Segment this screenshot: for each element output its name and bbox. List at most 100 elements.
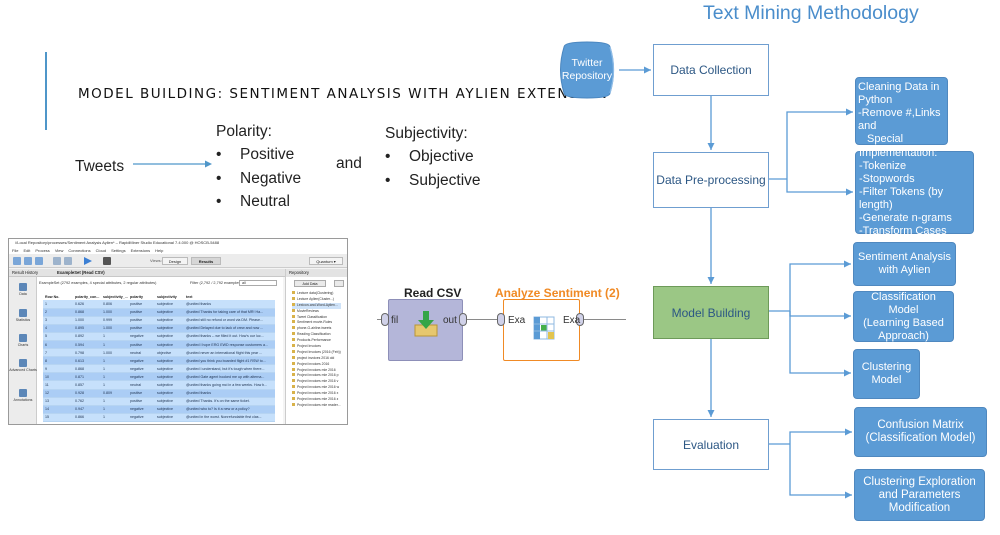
repository-item[interactable]: Lecture Aylien(Cluster...) [292, 297, 341, 303]
repository-item[interactable]: Project invoices 2016 [292, 362, 341, 368]
repository-item[interactable]: Project Invoices [292, 344, 341, 350]
tab-result-history[interactable]: Result History [12, 270, 39, 275]
table-cell: 0.762 [73, 397, 101, 406]
repository-item[interactable]: Project invoices mle 2016 w [292, 385, 341, 391]
table-cell: positive [128, 324, 155, 333]
repository-item[interactable]: Project invoices mle 2016 x [292, 391, 341, 397]
read-csv-input-port-label: fil [391, 315, 399, 326]
table-cell: subjective [155, 413, 184, 422]
table-cell: positive [128, 316, 155, 325]
run-icon[interactable] [84, 257, 92, 265]
table-cell: @united never an international flight th… [184, 348, 275, 358]
repository-item[interactable]: Lecture data(Clustering) [292, 291, 341, 297]
table-cell: 7 [43, 348, 73, 358]
menu-process[interactable]: Process [35, 248, 50, 253]
repository-item[interactable]: Project invoices mle reader... [292, 403, 341, 409]
tab-design[interactable]: Design [162, 257, 188, 265]
table-cell: 8 [43, 356, 73, 366]
table-cell: 9 [43, 364, 73, 374]
side-nav-advanced-charts[interactable]: Advanced Charts [9, 359, 37, 372]
read-csv-operator[interactable] [388, 299, 463, 361]
methodology-title: Text Mining Methodology [703, 2, 919, 24]
tab-results[interactable]: Results [191, 257, 221, 265]
table-cell: negative [128, 364, 155, 374]
undo-icon[interactable] [53, 257, 61, 265]
add-data-button[interactable]: Add Data [294, 280, 326, 287]
repository-item[interactable]: Project invoices mle 2016 [292, 368, 341, 374]
column-header-subjectivity-confidence[interactable]: subjectivity_... [101, 293, 128, 300]
side-nav-annotations[interactable]: Annotations [9, 389, 37, 402]
table-cell: @united I understand, but it's tough whe… [184, 364, 275, 374]
read-csv-input-port[interactable] [381, 313, 389, 326]
menu-edit[interactable]: Edit [23, 248, 31, 253]
repository-item[interactable]: project invoices 2016 old [292, 356, 341, 362]
repository-item[interactable]: Tweet Classification [292, 315, 341, 321]
twitter-repository-node: Twitter Repository [556, 41, 618, 99]
repository-item[interactable]: Sentiment movie-Rules [292, 320, 341, 326]
output-connection [580, 319, 626, 320]
side-nav-data[interactable]: Data [9, 283, 37, 296]
open-icon[interactable] [24, 257, 32, 265]
new-process-icon[interactable] [13, 257, 21, 265]
repository-item[interactable]: Project invoices mle 2016 z [292, 397, 341, 403]
filter-select[interactable]: all [239, 280, 277, 286]
repository-item[interactable]: Project invoices mle 2016 v [292, 379, 341, 385]
column-header-polarity[interactable]: polarity [128, 293, 155, 300]
column-header-subjectivity[interactable]: subjectivity [155, 293, 184, 300]
table-cell: 0.871 [73, 372, 101, 382]
analyze-sentiment-output-port-label: Exa [563, 315, 581, 326]
analyze-sentiment-output-port[interactable] [576, 313, 584, 326]
repository-item[interactable]: Reading Classification [292, 332, 341, 338]
repository-item[interactable]: Products-Performance [292, 338, 341, 344]
table-cell: 0.809 [101, 389, 128, 398]
repository-item[interactable]: MovieReviews [292, 309, 341, 315]
charts-icon [19, 334, 27, 342]
stop-icon[interactable] [103, 257, 111, 265]
side-nav-statistics[interactable]: Statistics [9, 309, 37, 322]
menu-help[interactable]: Help [155, 248, 164, 253]
table-cell: 0.947 [73, 405, 101, 414]
menu-file[interactable]: File [12, 248, 19, 253]
menu-view[interactable]: View [54, 248, 64, 253]
table-cell: subjective [155, 356, 184, 366]
tab-exampleset[interactable]: ExampleSet (Read CSV) [57, 270, 105, 275]
repository-item[interactable]: Project Invoices (2016 (Feb)) [292, 350, 341, 356]
repository-item[interactable]: phone-G-airline-tweets [292, 326, 341, 332]
save-icon[interactable] [35, 257, 43, 265]
column-header-text[interactable]: text [184, 293, 275, 300]
repository-item[interactable]: Lexicon-and-Word-Aylien... [292, 302, 341, 309]
menu-connections[interactable]: Connections [68, 248, 91, 253]
menu-cloud[interactable]: Cloud [95, 248, 107, 253]
column-header-row-no[interactable]: Row No. [43, 293, 73, 300]
database-cylinder-icon [560, 41, 615, 99]
repository-item[interactable]: Project invoices mle 2016 p [292, 373, 341, 379]
menu-settings[interactable]: Settings [111, 248, 126, 253]
side-nav-charts[interactable]: Charts [9, 334, 37, 347]
data-icon [19, 283, 27, 291]
read-csv-output-port[interactable] [459, 313, 467, 326]
user-menu[interactable]: Quantum ▾ [309, 257, 343, 265]
table-cell: positive [128, 308, 155, 317]
analyze-sentiment-operator[interactable] [503, 299, 580, 361]
column-header-polarity-confidence[interactable]: polarity_con... [73, 293, 101, 300]
redo-icon[interactable] [64, 257, 72, 265]
analyze-sentiment-input-port[interactable] [497, 313, 505, 326]
repository-menu-button[interactable] [334, 280, 344, 287]
table-cell: @united I hope ERG EWD response customer… [184, 340, 275, 350]
menu-extensions[interactable]: Extensions [130, 248, 151, 253]
